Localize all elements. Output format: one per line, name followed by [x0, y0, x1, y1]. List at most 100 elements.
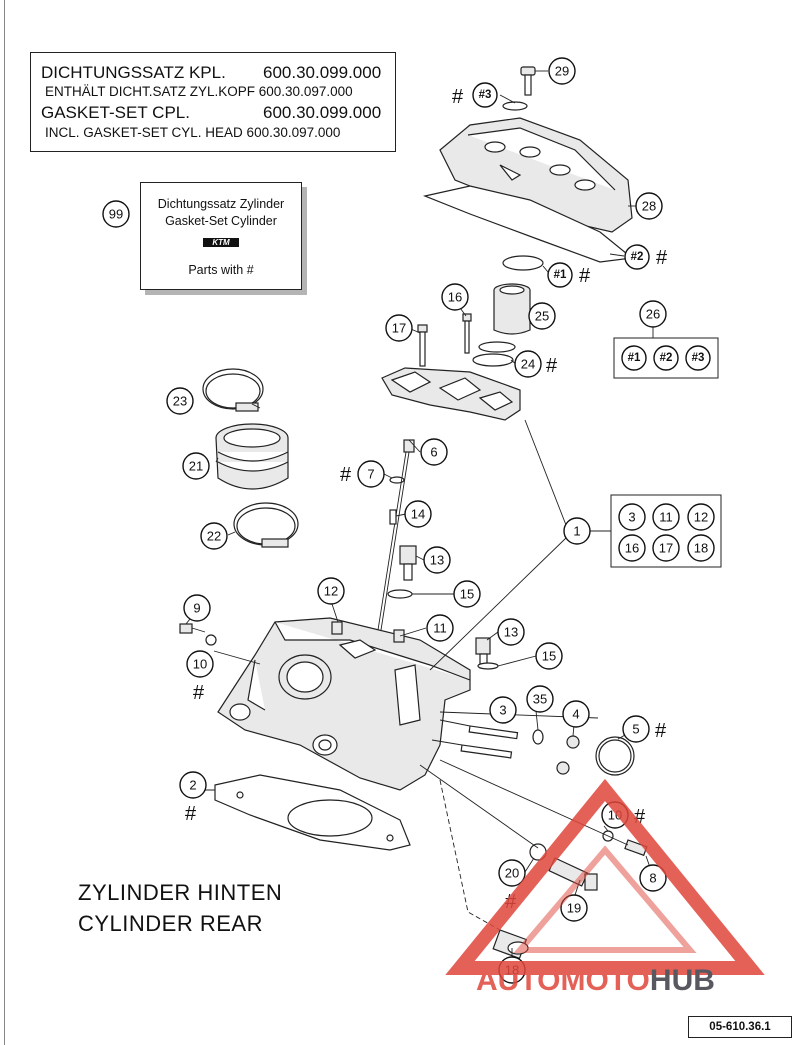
callout-group-16: 16 [618, 534, 646, 562]
svg-text:28: 28 [642, 199, 656, 214]
gasket-line-3-number: 600.30.099.000 [263, 103, 382, 122]
callout-28: 28 [635, 192, 663, 220]
callout-group-hash-3: #3 [685, 345, 711, 371]
svg-text:9: 9 [193, 601, 200, 616]
hash-mark: # [185, 803, 197, 825]
diagram-title-german: ZYLINDER HINTEN [78, 880, 283, 905]
nut-4a-part [566, 735, 580, 749]
callout-15b: 15 [535, 642, 563, 670]
svg-text:99: 99 [109, 207, 123, 222]
callout-8: 8 [639, 864, 667, 892]
callout-group-11: 11 [652, 503, 680, 531]
svg-text:15: 15 [542, 649, 556, 664]
svg-text:11: 11 [433, 621, 447, 636]
svg-text:13: 13 [430, 553, 444, 568]
o-ring-24a-part [478, 341, 516, 353]
screw-9-part [179, 623, 206, 634]
washer-10a-part [205, 634, 217, 646]
hose-clamp-22-part [233, 502, 299, 548]
svg-text:35: 35 [533, 692, 547, 707]
callout-22: 22 [200, 522, 228, 550]
callout-7: 7 [357, 460, 385, 488]
svg-text:13: 13 [504, 625, 518, 640]
callout-23: 23 [166, 387, 194, 415]
head-gasket-part [214, 774, 411, 851]
hash-mark: # [193, 682, 205, 704]
svg-text:29: 29 [555, 64, 569, 79]
callout-99: 99 [102, 200, 130, 228]
watermark-triangle [445, 778, 765, 975]
svg-text:3: 3 [499, 703, 506, 718]
washer-35-part [532, 729, 544, 745]
svg-text:#1: #1 [554, 269, 567, 281]
watermark-moto: MOTO [560, 964, 649, 997]
document-number: 05-610.36.1 [688, 1016, 792, 1038]
svg-text:20: 20 [505, 866, 519, 881]
hash-mark: # [656, 247, 668, 269]
watermark-hub: HUB [650, 964, 715, 997]
spark-plug-tube-part [493, 283, 531, 335]
washer-15b-part [477, 662, 499, 670]
nut-4b-part [556, 761, 570, 775]
svg-text:23: 23 [173, 394, 187, 409]
automotohub-watermark: AUTOMOTOHUB [445, 778, 765, 997]
gasket-set-line-2: Gasket-Set Cylinder [165, 214, 277, 228]
hose-clamp-23-part [202, 368, 264, 412]
svg-text:17: 17 [659, 541, 673, 556]
svg-text:12: 12 [324, 584, 338, 599]
callout-19: 19 [560, 894, 588, 922]
svg-text:15: 15 [460, 587, 474, 602]
screw-17-part [417, 324, 428, 367]
callout-4: 4 [562, 700, 590, 728]
valve-cover-part [439, 117, 633, 233]
gasket-line-1-text: DICHTUNGSSATZ KPL. [41, 63, 226, 82]
callout-24: 24 [514, 350, 542, 378]
callout-2: 2 [179, 771, 207, 799]
callout-13a: 13 [423, 546, 451, 574]
svg-text:6: 6 [430, 445, 437, 460]
bolt-29-part [502, 66, 536, 111]
svg-text:4: 4 [572, 707, 579, 722]
svg-text:#3: #3 [479, 89, 492, 101]
callout-hash-1: #1 [547, 262, 573, 288]
svg-text:16: 16 [448, 290, 462, 305]
callout-14: 14 [404, 500, 432, 528]
svg-text:2: 2 [189, 778, 196, 793]
callout-15a: 15 [453, 580, 481, 608]
callout-group-17: 17 [652, 534, 680, 562]
gasket-set-cylinder-box: Dichtungssatz Zylinder Gasket-Set Cylind… [140, 182, 302, 290]
gasket-info-box: DICHTUNGSSATZ KPL. 600.30.099.000 ENTHÄL… [30, 52, 396, 152]
ktm-logo: KTM [203, 238, 239, 247]
callout-3: 3 [489, 696, 517, 724]
callout-9: 9 [183, 594, 211, 622]
gasket-line-4: INCL. GASKET-SET CYL. HEAD 600.30.097.00… [45, 125, 341, 140]
gasket-line-3-text: GASKET-SET CPL. [41, 103, 190, 122]
callout-17: 17 [385, 314, 413, 342]
svg-text:24: 24 [521, 357, 535, 372]
svg-text:#2: #2 [631, 251, 644, 263]
hash-mark: # [655, 720, 667, 742]
callout-5: 5 [622, 715, 650, 743]
callout-6: 6 [420, 438, 448, 466]
hash-mark: # [340, 464, 352, 486]
svg-text:5: 5 [632, 722, 639, 737]
gasket-line-2: ENTHÄLT DICHT.SATZ ZYL.KOPF 600.30.097.0… [45, 84, 353, 99]
callout-20: 20 [498, 859, 526, 887]
svg-text:1: 1 [573, 524, 580, 539]
page-edge-line [4, 0, 5, 1045]
callout-25: 25 [528, 302, 556, 330]
svg-text:7: 7 [367, 467, 374, 482]
callout-group-3: 3 [618, 503, 646, 531]
washer-15a-part [387, 589, 413, 599]
screw-16-part [462, 313, 472, 354]
svg-text:#3: #3 [692, 352, 705, 364]
svg-text:17: 17 [392, 321, 406, 336]
svg-text:19: 19 [567, 901, 581, 916]
o-ring-24b-part [472, 353, 514, 367]
diagram-title-english: CYLINDER REAR [78, 911, 263, 936]
callout-11: 11 [426, 614, 454, 642]
callout-29: 29 [548, 57, 576, 85]
svg-text:16: 16 [625, 541, 639, 556]
svg-text:#2: #2 [660, 352, 673, 364]
